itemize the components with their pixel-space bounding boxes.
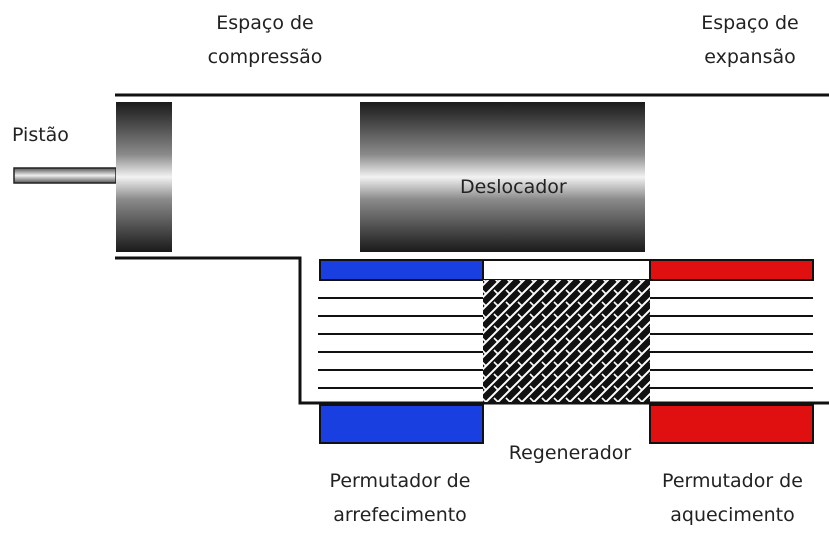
piston bbox=[116, 102, 172, 252]
piston-rod bbox=[13, 167, 117, 184]
cylinder-bottom-wall bbox=[115, 256, 829, 405]
flow-channel-lines bbox=[318, 297, 813, 389]
cooler-top-strip bbox=[319, 259, 484, 281]
label-heating-exchanger: Permutador de aquecimento bbox=[662, 470, 803, 526]
label-compression-space: Espaço de compressão bbox=[207, 12, 323, 68]
label-piston: Pistão bbox=[12, 124, 69, 146]
cooling-exchanger-block bbox=[319, 404, 484, 444]
regenerator-top-strip bbox=[482, 259, 651, 281]
label-expansion-space: Espaço de expansão bbox=[701, 12, 799, 68]
regenerator-mesh bbox=[483, 280, 650, 402]
heater-top-strip bbox=[649, 259, 814, 281]
label-displacer: Deslocador bbox=[460, 176, 567, 198]
displacer bbox=[360, 102, 645, 252]
label-regenerator: Regenerador bbox=[508, 442, 632, 464]
heating-exchanger-block bbox=[649, 404, 814, 444]
label-cooling-exchanger: Permutador de arrefecimento bbox=[329, 470, 471, 526]
